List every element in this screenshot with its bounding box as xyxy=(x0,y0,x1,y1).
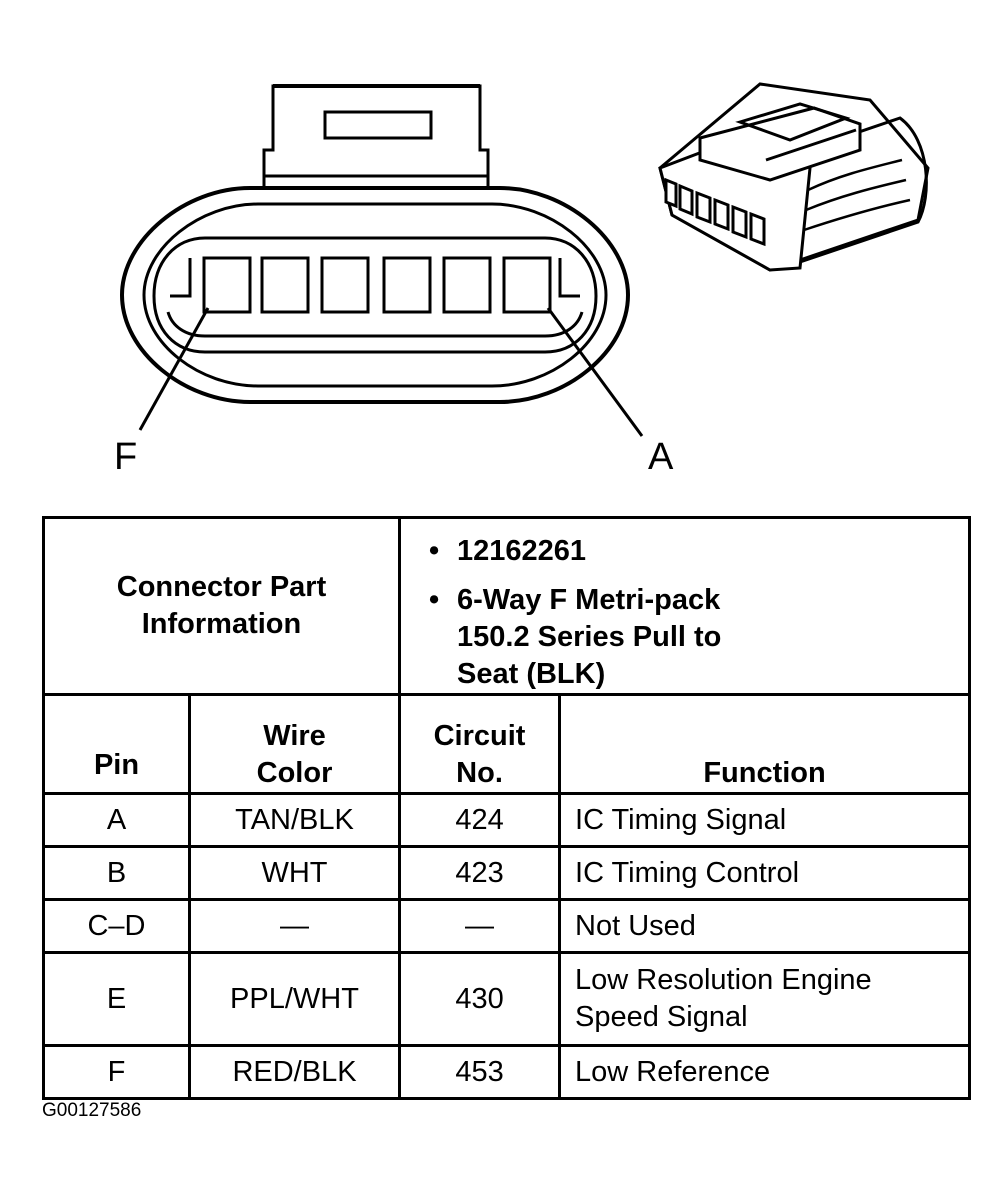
cell-circuit: 423 xyxy=(398,845,562,901)
header-wire-color-line: Wire xyxy=(263,720,326,752)
part-description-line: 6-Way F Metri-pack xyxy=(457,584,721,616)
bullet-icon: • xyxy=(429,535,440,567)
part-description-item: • 6-Way F Metri-pack 150.2 Series Pull t… xyxy=(429,582,968,693)
header-pin: Pin xyxy=(42,693,191,795)
header-circuit-no: Circuit No. xyxy=(398,693,562,795)
housing-outer xyxy=(119,186,631,404)
connector-diagram: F A xyxy=(0,0,1008,500)
part-info-label-line: Information xyxy=(141,608,302,640)
cell-function: Low Resolution Engine Speed Signal xyxy=(558,951,972,1047)
pin-cavity-f xyxy=(202,256,252,314)
cell-function: Not Used xyxy=(558,898,972,954)
bullet-icon: • xyxy=(429,584,440,616)
connector-info-table: Connector Part Information • 12162261 • … xyxy=(41,516,972,1100)
cell-function-line: Low Resolution Engine xyxy=(575,964,872,996)
column-header-row: Pin Wire Color Circuit No. Function xyxy=(42,693,972,795)
part-info-label: Connector Part Information xyxy=(41,516,402,696)
pin-cavity-c xyxy=(382,256,432,314)
part-description-line: 150.2 Series Pull to xyxy=(457,621,722,653)
housing-ring xyxy=(142,202,608,388)
cell-circuit: 424 xyxy=(398,792,562,848)
leader-line-f xyxy=(138,307,210,431)
table-row: B WHT 423 IC Timing Control xyxy=(42,845,972,901)
cell-pin: C–D xyxy=(42,898,191,954)
cell-circuit: 453 xyxy=(398,1044,562,1100)
table-row: E PPL/WHT 430 Low Resolution Engine Spee… xyxy=(42,951,972,1047)
part-number-item: • 12162261 xyxy=(429,533,968,570)
header-wire-color: Wire Color xyxy=(187,693,402,795)
cell-function: IC Timing Signal xyxy=(558,792,972,848)
cell-wire-color: — xyxy=(187,898,402,954)
table-row: A TAN/BLK 424 IC Timing Signal xyxy=(42,792,972,848)
header-function: Function xyxy=(558,693,972,795)
pin-label-f: F xyxy=(114,436,138,478)
cell-pin: F xyxy=(42,1044,191,1100)
cell-function: IC Timing Control xyxy=(558,845,972,901)
cell-function-line: Speed Signal xyxy=(575,1001,748,1033)
cell-circuit: 430 xyxy=(398,951,562,1047)
header-circuit-line: No. xyxy=(456,757,503,789)
connector-iso-view xyxy=(658,82,930,272)
figure-id: G00127586 xyxy=(42,1100,142,1121)
pin-cavity-d xyxy=(320,256,370,314)
cell-circuit: — xyxy=(398,898,562,954)
connector-illustration xyxy=(119,82,930,437)
cell-pin: E xyxy=(42,951,191,1047)
latch-slot xyxy=(323,110,433,140)
table-row: F RED/BLK 453 Low Reference xyxy=(42,1044,972,1100)
part-number: 12162261 xyxy=(457,535,587,567)
header-circuit-line: Circuit xyxy=(433,720,526,752)
header-wire-color-line: Color xyxy=(256,757,333,789)
part-info-label-line: Connector Part xyxy=(116,571,327,603)
pin-cavity-b xyxy=(442,256,492,314)
leader-line-a xyxy=(546,307,644,437)
cell-function: Low Reference xyxy=(558,1044,972,1100)
iso-pin-windows xyxy=(664,177,766,247)
part-description-line: Seat (BLK) xyxy=(457,658,606,690)
pin-cavity-a xyxy=(502,256,552,314)
part-info-row: Connector Part Information • 12162261 • … xyxy=(41,516,972,696)
pin-label-a: A xyxy=(648,436,674,478)
housing-cavity xyxy=(152,236,598,354)
cell-wire-color: PPL/WHT xyxy=(187,951,402,1047)
connector-face-view xyxy=(119,84,644,437)
cell-pin: A xyxy=(42,792,191,848)
cell-wire-color: WHT xyxy=(187,845,402,901)
part-info-values: • 12162261 • 6-Way F Metri-pack 150.2 Se… xyxy=(398,516,972,696)
pin-cavity-e xyxy=(260,256,310,314)
cell-wire-color: TAN/BLK xyxy=(187,792,402,848)
cell-wire-color: RED/BLK xyxy=(187,1044,402,1100)
cell-pin: B xyxy=(42,845,191,901)
table-row: C–D — — Not Used xyxy=(42,898,972,954)
